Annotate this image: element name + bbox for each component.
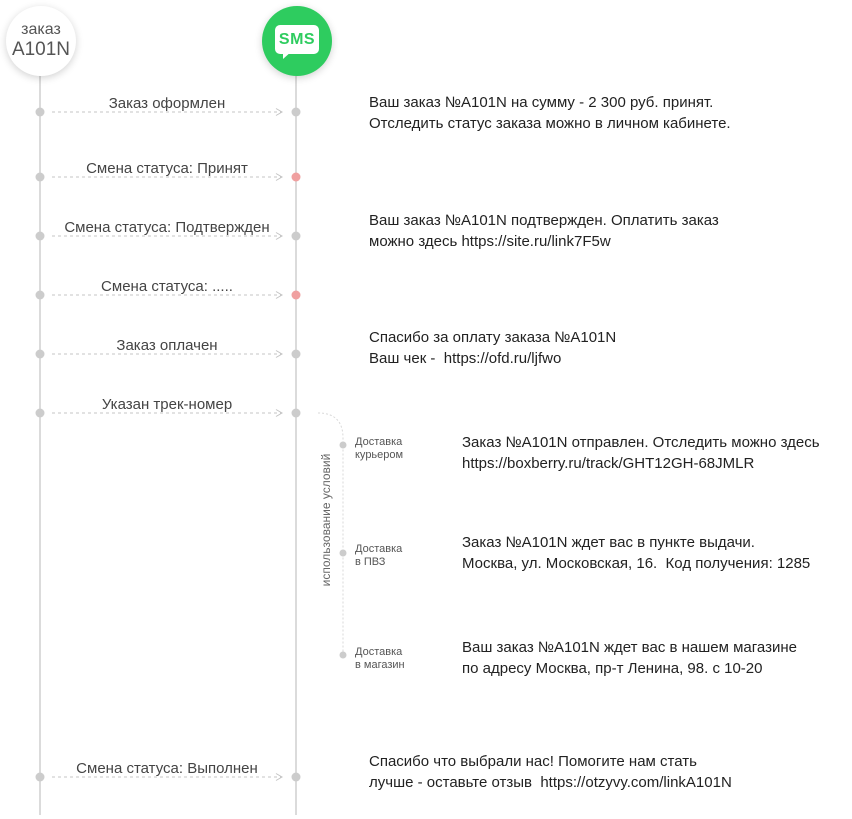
branch-label-line: Доставка — [355, 646, 403, 658]
event-label-status-completed: Смена статуса: Выполнен — [76, 760, 258, 777]
branch-label-line: в ПВЗ — [355, 556, 386, 568]
message-line: Спасибо за оплату заказа №A101N — [369, 329, 617, 346]
message-line: Москва, ул. Московская, 16. Код получени… — [462, 555, 811, 572]
message-order-completed: Спасибо что выбрали нас! Помогите нам ст… — [369, 751, 732, 793]
order-event-dot — [35, 408, 45, 418]
sms-badge: SMS — [262, 6, 332, 76]
message-line: Отследить статус заказа можно в личном к… — [369, 115, 731, 132]
arrow-head-icon — [275, 350, 283, 358]
branch-label-pickup-point: Доставка в ПВЗ — [355, 543, 402, 569]
message-line: Ваш заказ №A101N ждет вас в нашем магази… — [462, 639, 797, 656]
order-event-dot — [35, 231, 45, 241]
arrow-head-icon — [275, 773, 283, 781]
event-label-order-paid: Заказ оплачен — [116, 337, 218, 354]
order-event-dot — [35, 107, 45, 117]
arrow-head-icon — [275, 108, 283, 116]
branch-dot — [339, 441, 347, 449]
order-event-dot — [35, 172, 45, 182]
sms-event-dot — [291, 408, 301, 418]
branch-dot — [339, 651, 347, 659]
branch-label-line: Доставка — [355, 543, 403, 555]
order-event-dot — [35, 290, 45, 300]
message-pickup-point: Заказ №A101N ждет вас в пункте выдачи. М… — [462, 532, 810, 574]
order-event-dot — [35, 349, 45, 359]
message-courier: Заказ №A101N отправлен. Отследить можно … — [462, 432, 820, 474]
event-label-track-number: Указан трек-номер — [101, 396, 233, 413]
sms-event-dot — [291, 290, 301, 300]
message-order-placed: Ваш заказ №A101N на сумму - 2 300 руб. п… — [369, 92, 731, 134]
message-line: Ваш чек - https://ofd.ru/ljfwo — [369, 350, 562, 367]
order-badge: заказ A101N — [6, 6, 76, 76]
branch-label-courier: Доставка курьером — [355, 436, 403, 462]
message-line: Спасибо что выбрали нас! Помогите нам ст… — [369, 753, 697, 770]
sms-event-dot — [291, 349, 301, 359]
branch-label-line: Доставка — [355, 436, 403, 448]
event-label-status-confirmed: Смена статуса: Подтвержден — [64, 219, 270, 236]
event-label-status-other: Смена статуса: ..... — [101, 278, 233, 295]
sms-event-dot — [291, 772, 301, 782]
arrow-head-icon — [275, 232, 283, 240]
message-order-paid: Спасибо за оплату заказа №A101N Ваш чек … — [369, 327, 616, 369]
arrow-head-icon — [275, 291, 283, 299]
sms-event-dot — [291, 231, 301, 241]
order-number: A101N — [11, 39, 71, 60]
branch-dot — [339, 549, 347, 557]
event-label-order-placed: Заказ оформлен — [108, 95, 226, 112]
branch-bracket — [317, 412, 344, 655]
arrow-head-icon — [275, 409, 283, 417]
order-event-dot — [35, 772, 45, 782]
branch-label-line: курьером — [355, 449, 404, 461]
message-line: https://boxberry.ru/track/GHT12GH-68JMLR — [462, 455, 755, 472]
branch-label-line: в магазин — [355, 659, 405, 671]
message-line: Заказ №A101N ждет вас в пункте выдачи. — [462, 534, 755, 551]
sms-event-dot — [291, 107, 301, 117]
sms-bubble-icon: SMS — [275, 25, 319, 59]
message-line: Ваш заказ №A101N на сумму - 2 300 руб. п… — [369, 94, 714, 111]
event-label-status-accepted: Смена статуса: Принят — [86, 160, 248, 177]
branch-label-store: Доставка в магазин — [355, 646, 405, 672]
message-line: по адресу Москва, пр-т Ленина, 98. с 10-… — [462, 660, 763, 677]
message-store: Ваш заказ №A101N ждет вас в нашем магази… — [462, 637, 797, 679]
conditions-text: использование условий — [319, 453, 333, 587]
message-line: Ваш заказ №A101N подтвержден. Оплатить з… — [369, 212, 719, 229]
order-badge-label: заказ — [21, 21, 61, 38]
sms-event-dot — [291, 172, 301, 182]
message-order-confirmed: Ваш заказ №A101N подтвержден. Оплатить з… — [369, 210, 719, 252]
message-line: можно здесь https://site.ru/link7F5w — [369, 233, 611, 250]
sms-label: SMS — [278, 31, 316, 48]
message-line: Заказ №A101N отправлен. Отследить можно … — [462, 434, 820, 451]
arrow-head-icon — [275, 173, 283, 181]
message-line: лучше - оставьте отзыв https://otzyvy.co… — [369, 774, 732, 791]
